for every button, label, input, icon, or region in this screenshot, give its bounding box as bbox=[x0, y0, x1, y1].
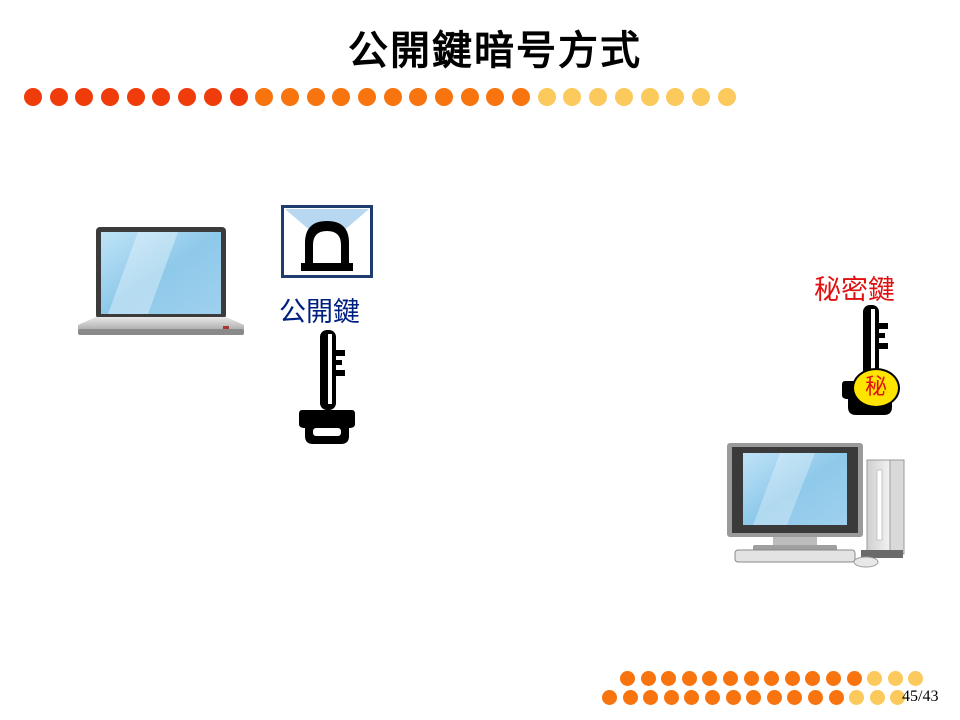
decorative-dot bbox=[614, 88, 633, 106]
decorative-dot bbox=[640, 671, 656, 686]
slide-title: 公開鍵暗号方式 bbox=[348, 28, 642, 74]
decorative-dot bbox=[152, 88, 171, 106]
decorative-dot bbox=[746, 690, 762, 705]
decorative-dot bbox=[766, 690, 782, 705]
laptop-icon bbox=[78, 227, 244, 335]
decorative-dot bbox=[722, 671, 738, 686]
decorative-dot bbox=[563, 88, 582, 106]
decorative-dot bbox=[357, 88, 376, 106]
decorative-dot bbox=[512, 88, 531, 106]
locked-envelope-icon bbox=[281, 205, 373, 278]
desktop-computer-icon bbox=[727, 443, 905, 568]
decorative-dot bbox=[622, 690, 638, 705]
public-key-icon bbox=[299, 330, 355, 444]
decorative-dot bbox=[255, 88, 274, 106]
decorative-dot bbox=[725, 690, 741, 705]
public-key-label: 公開鍵 bbox=[279, 297, 360, 328]
decorative-dot bbox=[101, 88, 120, 106]
decorative-dot bbox=[383, 88, 402, 106]
decorative-dots-bottom-lower bbox=[602, 690, 911, 705]
page-number: 45/43 bbox=[902, 688, 939, 705]
decorative-dot bbox=[825, 671, 841, 686]
decorative-dot bbox=[717, 88, 736, 106]
decorative-dot bbox=[306, 88, 325, 106]
decorative-dot bbox=[846, 671, 862, 686]
decorative-dot bbox=[681, 671, 697, 686]
decorative-dot bbox=[828, 690, 844, 705]
decorative-dot bbox=[890, 690, 906, 705]
decorative-dot bbox=[589, 88, 608, 106]
decorative-dot bbox=[229, 88, 248, 106]
decorative-dot bbox=[908, 671, 924, 686]
decorative-dot bbox=[332, 88, 351, 106]
secret-key-badge: 秘 bbox=[852, 368, 900, 408]
decorative-dot bbox=[869, 690, 885, 705]
decorative-dot bbox=[460, 88, 479, 106]
decorative-dot bbox=[178, 88, 197, 106]
decorative-dot bbox=[75, 88, 94, 106]
decorative-dots-top bbox=[24, 88, 743, 106]
decorative-dot bbox=[640, 88, 659, 106]
decorative-dot bbox=[643, 690, 659, 705]
decorative-dots-bottom-upper bbox=[620, 671, 929, 686]
decorative-dot bbox=[784, 671, 800, 686]
decorative-dot bbox=[486, 88, 505, 106]
decorative-dot bbox=[49, 88, 68, 106]
decorative-dot bbox=[435, 88, 453, 106]
decorative-dot bbox=[807, 690, 823, 705]
secret-key-label: 秘密鍵 bbox=[814, 275, 895, 306]
decorative-dot bbox=[126, 88, 145, 106]
decorative-dot bbox=[787, 690, 803, 705]
decorative-dot bbox=[805, 671, 821, 686]
decorative-dot bbox=[666, 88, 685, 106]
decorative-dot bbox=[684, 690, 700, 705]
decorative-dot bbox=[602, 690, 617, 705]
decorative-dot bbox=[280, 88, 299, 106]
decorative-dot bbox=[663, 690, 679, 705]
decorative-dot bbox=[409, 88, 428, 106]
decorative-dot bbox=[537, 88, 556, 106]
decorative-dot bbox=[24, 88, 42, 106]
decorative-dot bbox=[620, 671, 635, 686]
decorative-dot bbox=[849, 690, 865, 705]
decorative-dot bbox=[661, 671, 677, 686]
decorative-dot bbox=[887, 671, 903, 686]
decorative-dot bbox=[764, 671, 780, 686]
decorative-dot bbox=[203, 88, 222, 106]
decorative-dot bbox=[704, 690, 720, 705]
decorative-dot bbox=[743, 671, 759, 686]
decorative-dot bbox=[702, 671, 718, 686]
decorative-dot bbox=[691, 88, 710, 106]
decorative-dot bbox=[867, 671, 883, 686]
